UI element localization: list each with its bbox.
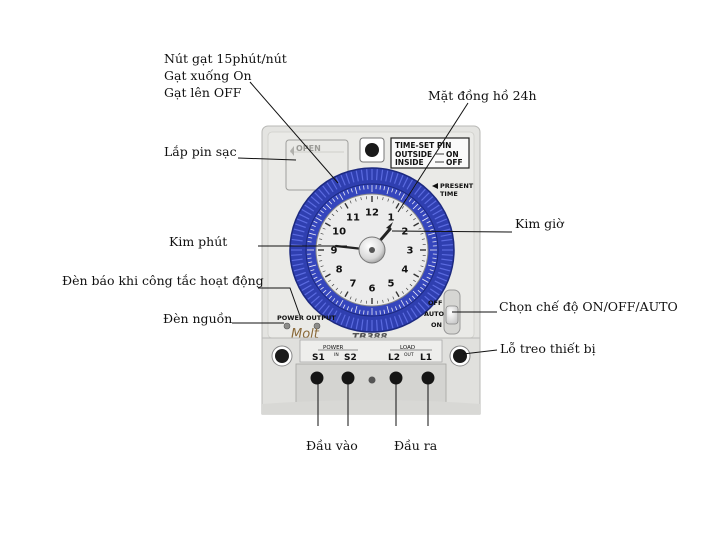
ring-tick — [432, 258, 436, 259]
terminal-s2-label: S2 — [344, 353, 357, 363]
top-mount-hole — [365, 143, 379, 157]
callout-mode-select: Chọn chế độ ON/OFF/AUTO — [499, 298, 678, 315]
switch-auto-label: AUTO — [424, 310, 445, 318]
callout-push-pin-1: Nút gạt 15phút/nút — [164, 50, 287, 67]
mode-switch-knob[interactable] — [446, 306, 458, 324]
pin-panel-inside: INSIDE — [395, 158, 424, 167]
segment-tooth[interactable] — [291, 245, 302, 246]
dial-number: 8 — [336, 265, 343, 276]
ring-tick — [380, 186, 381, 190]
terminal-l2-label: L2 — [388, 353, 400, 363]
center-screw-hole — [369, 377, 376, 384]
ring-tick — [308, 258, 312, 259]
power-in-label: POWER — [323, 345, 344, 351]
callout-minute-hand: Kim phút — [169, 233, 227, 250]
dial-number: 7 — [350, 278, 357, 289]
segment-tooth[interactable] — [377, 169, 378, 180]
segment-tooth[interactable] — [377, 320, 378, 331]
dial-number: 12 — [365, 208, 379, 219]
dial-number: 10 — [332, 227, 346, 238]
dial-number: 2 — [401, 227, 408, 238]
ring-tick — [364, 310, 365, 314]
callout-push-pin-2: Gạt xuống On — [164, 67, 252, 84]
terminal-s1-label: S1 — [312, 353, 325, 363]
dial-number: 3 — [407, 246, 414, 257]
segment-tooth[interactable] — [367, 169, 368, 180]
dial-number: 6 — [369, 284, 376, 295]
ring-tick — [364, 186, 365, 190]
in-label: IN — [334, 352, 339, 358]
dial-number: 1 — [388, 213, 395, 224]
callout-power-lamp: Đèn nguồn — [163, 310, 232, 327]
dial-number: 5 — [388, 278, 395, 289]
switch-on-label: ON — [431, 321, 442, 329]
callout-hour-hand: Kim giờ — [515, 215, 564, 232]
ring-tick — [380, 310, 381, 314]
dial-number: 4 — [401, 265, 408, 276]
segment-tooth[interactable] — [367, 320, 368, 331]
load-label: LOAD — [400, 345, 415, 351]
segment-tooth[interactable] — [291, 255, 302, 256]
power-lamp — [284, 323, 290, 329]
ring-tick — [432, 242, 436, 243]
dial-number: 11 — [346, 213, 360, 224]
segment-tooth[interactable] — [442, 255, 453, 256]
callout-output-terminal: Đầu ra — [394, 437, 437, 454]
out-label: OUT — [404, 352, 414, 358]
present-time-label-2: TIME — [440, 190, 458, 198]
terminal-s1-screw[interactable] — [311, 372, 324, 385]
callout-dial-24h: Mặt đồng hồ 24h — [428, 87, 537, 104]
segment-tooth[interactable] — [442, 245, 453, 246]
ring-tick — [308, 242, 312, 243]
callout-battery: Lắp pin sạc — [164, 143, 237, 160]
callout-indicator-active: Đèn báo khi công tắc hoạt động — [62, 272, 264, 289]
switch-off-label: OFF — [428, 299, 442, 307]
callout-mount-hole: Lỗ treo thiết bị — [500, 340, 596, 357]
callout-push-pin-3: Gạt lên OFF — [164, 84, 241, 101]
callout-input-terminal: Đầu vào — [306, 437, 358, 454]
present-time-label-1: PRESENT — [440, 182, 474, 190]
pin-panel-off: OFF — [446, 158, 463, 167]
terminal-l1-label: L1 — [420, 353, 432, 363]
output-lamp-label: OUTPUT — [306, 314, 336, 322]
